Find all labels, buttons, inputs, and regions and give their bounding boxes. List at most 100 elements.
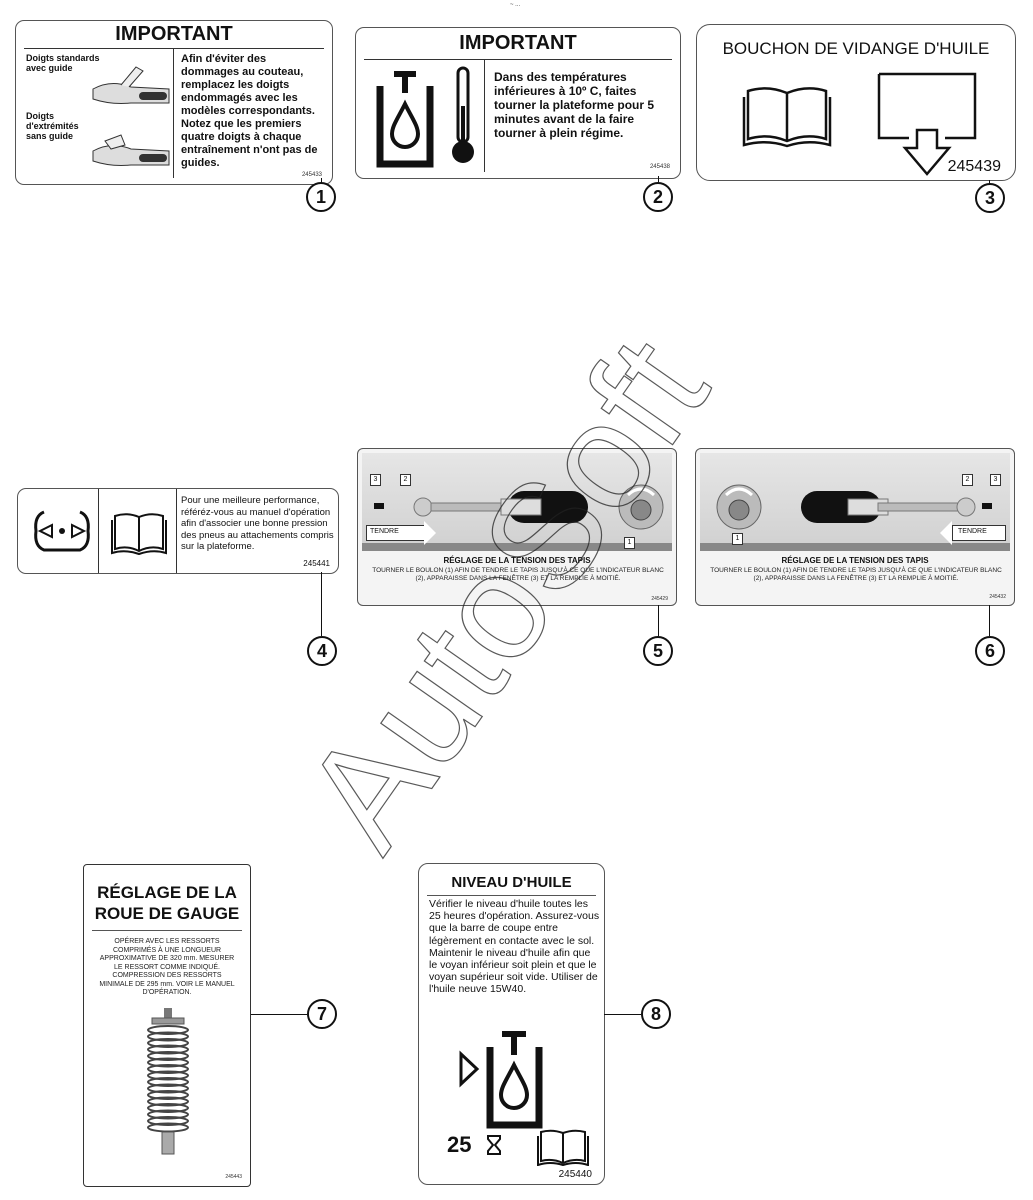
decal6-text: TOURNER LE BOULON (1) AFIN DE TENDRE LE … xyxy=(710,567,1002,582)
decal7-divider xyxy=(92,930,242,931)
tension-rod-icon xyxy=(801,491,976,523)
spring-coil xyxy=(147,1025,189,1035)
decal2-title: IMPORTANT xyxy=(459,32,577,54)
decal6-title: RÉGLAGE DE LA TENSION DES TAPIS xyxy=(781,556,929,565)
decal4-text: Pour une meilleure performance, référéz-… xyxy=(181,495,334,552)
decal5-arrow-tip xyxy=(424,521,436,545)
spring-coils xyxy=(147,1025,189,1133)
decal6-box-3: 3 xyxy=(990,474,1001,486)
decal6-frame-rail xyxy=(700,543,1010,551)
callout-7: 7 xyxy=(307,999,337,1029)
top-mark: ~ ... xyxy=(510,2,521,8)
decal-belt-tension-left: 3 2 1 TENDRE RÉGLAGE DE LA TENSION DES T… xyxy=(357,448,677,606)
decal5-text: TOURNER LE BOULON (1) AFIN DE TENDRE LE … xyxy=(372,567,664,582)
leader-2 xyxy=(658,176,659,182)
knife-guard-end-icon xyxy=(92,134,170,166)
spring-coil xyxy=(147,1090,189,1100)
oil-level-icon xyxy=(459,1031,543,1129)
oil-reservoir-icon xyxy=(376,71,434,168)
leader-6 xyxy=(989,605,990,636)
decal4-divider xyxy=(98,489,99,573)
leader-7 xyxy=(251,1014,307,1015)
decal8-code: 245440 xyxy=(558,1169,592,1180)
decal1-title: IMPORTANT xyxy=(115,23,233,45)
decal1-code: 245433 xyxy=(301,172,322,178)
spring-icon xyxy=(147,1008,189,1155)
spring-coil xyxy=(147,1057,189,1068)
decal1-label-end: Doigts d'extrémités sans guide xyxy=(26,111,79,141)
decal1-col-divider xyxy=(173,48,174,178)
callout-6: 6 xyxy=(975,636,1005,666)
book-icon xyxy=(742,87,832,148)
decal6-code: 245432 xyxy=(989,594,1006,600)
decal5-indicator-window xyxy=(374,503,384,509)
decal5-box-1: 1 xyxy=(624,537,635,549)
spring-coil xyxy=(147,1031,189,1042)
leader-3 xyxy=(989,180,990,184)
decal2-code: 245438 xyxy=(649,164,670,170)
leader-5 xyxy=(658,605,659,636)
spring-coil xyxy=(147,1096,189,1107)
decal4-code: 245441 xyxy=(303,559,330,568)
callout-4: 4 xyxy=(307,636,337,666)
decal-important-temperature: IMPORTANT Dans des températures inférieu… xyxy=(355,27,681,179)
spring-coil xyxy=(147,1038,189,1048)
decal5-frame-rail xyxy=(362,543,672,551)
manual-book-icon xyxy=(537,1129,589,1166)
callout-5: 5 xyxy=(643,636,673,666)
callout-1: 1 xyxy=(306,182,336,212)
decal5-code: 245429 xyxy=(651,596,668,602)
spring-coil xyxy=(147,1103,189,1113)
callout-8: 8 xyxy=(641,999,671,1029)
decal-oil-drain-plug: BOUCHON DE VIDANGE D'HUILE 245439 xyxy=(696,24,1016,181)
decal1-divider xyxy=(24,48,324,49)
thermometer-icon xyxy=(452,66,474,163)
tire-pressure-icon xyxy=(34,510,90,552)
decal3-title: BOUCHON DE VIDANGE D'HUILE xyxy=(722,39,990,58)
decal6-arrow-tip xyxy=(940,521,952,545)
decal8-title: NIVEAU D'HUILE xyxy=(451,874,572,891)
decal-gauge-wheel: RÉGLAGE DE LA ROUE DE GAUGE OPÉRER AVEC … xyxy=(83,864,251,1187)
decal2-col-divider xyxy=(484,59,485,172)
leader-4 xyxy=(321,572,322,636)
tension-rod-icon xyxy=(413,491,588,523)
decal2-divider xyxy=(364,59,672,60)
spring-coil xyxy=(147,1109,189,1120)
decal8-hours: 25 xyxy=(447,1132,472,1157)
decal5-title: RÉGLAGE DE LA TENSION DES TAPIS xyxy=(443,556,591,565)
decal5-box-3: 3 xyxy=(370,474,381,486)
spring-coil xyxy=(147,1064,189,1074)
knife-guard-icon xyxy=(92,66,170,104)
decal6-box-2: 2 xyxy=(962,474,973,486)
hourglass-icon xyxy=(487,1135,501,1155)
decal5-box-2: 2 xyxy=(400,474,411,486)
decal7-text: OPÉRER AVEC LES RESSORTS COMPRIMÉS À UNE… xyxy=(99,938,235,996)
decal6-box-1: 1 xyxy=(732,533,743,545)
decal4-divider-2 xyxy=(176,489,177,573)
decal-oil-level: NIVEAU D'HUILE Vérifier le niveau d'huil… xyxy=(418,863,605,1185)
leader-8 xyxy=(604,1014,641,1015)
decal3-code: 245439 xyxy=(947,158,1001,175)
decal6-arrow xyxy=(952,525,1006,541)
callout-3: 3 xyxy=(975,183,1005,213)
decal8-text: Vérifier le niveau d'huile toutes les 25… xyxy=(429,898,600,996)
decal-tire-pressure: Pour une meilleure performance, référéz-… xyxy=(17,488,339,574)
rotate-bolt-icon xyxy=(618,484,664,530)
spring-coil xyxy=(147,1116,189,1126)
decal7-code: 245443 xyxy=(225,1174,242,1180)
callout-2: 2 xyxy=(643,182,673,212)
decal5-arrow-label: TENDRE xyxy=(370,528,399,535)
spring-coil xyxy=(147,1077,189,1087)
decal2-text: Dans des températures inférieures à 10º … xyxy=(494,70,655,140)
drain-arrow-icon xyxy=(877,72,977,176)
decal1-label-standard: Doigts standards avec guide xyxy=(26,53,100,73)
decal-important-knife-guards: IMPORTANT Doigts standards avec guide Do… xyxy=(15,20,333,185)
decal6-indicator-window xyxy=(982,503,992,509)
spring-coil xyxy=(147,1051,189,1061)
decal7-title: RÉGLAGE DE LA ROUE DE GAUGE xyxy=(94,883,240,923)
rotate-bolt-icon xyxy=(716,484,762,530)
spring-coil xyxy=(147,1083,189,1094)
decal8-divider xyxy=(427,895,596,896)
decal1-text: Afin d'éviter des dommages au couteau, r… xyxy=(181,53,318,169)
spring-coil xyxy=(147,1070,189,1081)
